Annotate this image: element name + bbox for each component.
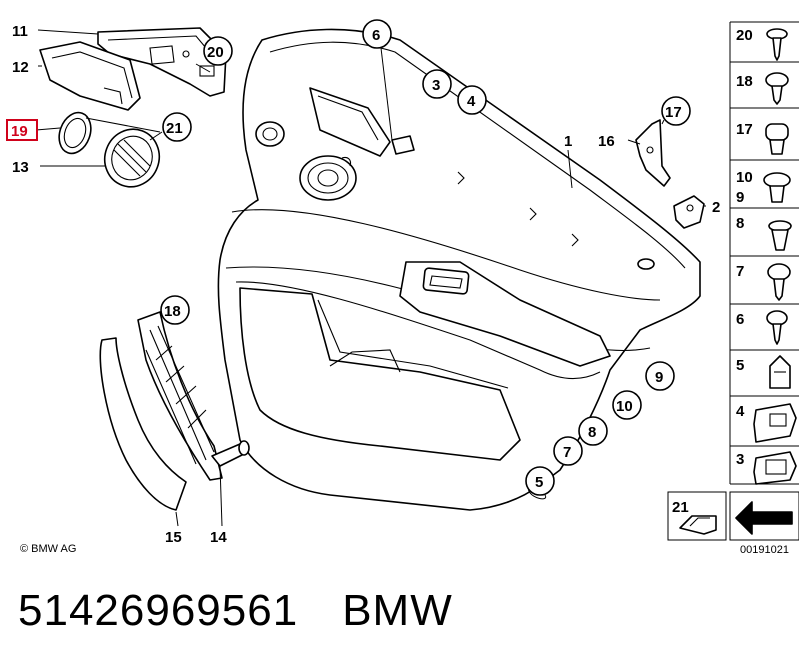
- clip-9-10-icon: [763, 172, 791, 203]
- highlight-box-19: [6, 119, 38, 141]
- grommet-21-icon: [679, 515, 717, 535]
- side-label-9: 9: [736, 189, 744, 206]
- side-label-8: 8: [736, 215, 744, 232]
- speaker-grille-13: [103, 128, 161, 188]
- label-17: 17: [665, 104, 682, 121]
- label-21: 21: [166, 120, 183, 137]
- clip-4-icon: [753, 403, 797, 443]
- label-20: 20: [207, 44, 224, 61]
- label-2: 2: [712, 199, 720, 216]
- side-label-17: 17: [736, 121, 753, 138]
- label-6: 6: [372, 27, 380, 44]
- side-label-6: 6: [736, 311, 744, 328]
- speaker-grille-19: [58, 111, 92, 155]
- label-10: 10: [616, 398, 633, 415]
- label-15: 15: [165, 529, 182, 546]
- bracket-16: [635, 119, 671, 187]
- label-19-highlighted: 19: [11, 123, 28, 140]
- label-12: 12: [12, 59, 29, 76]
- side-label-7: 7: [736, 263, 744, 280]
- side-label-10: 10: [736, 169, 753, 186]
- callouts: 11 12 19 13 20 21 6 3 4 1 17 16 2 18 9 1…: [6, 19, 720, 546]
- label-1: 1: [564, 133, 572, 150]
- side-label-3: 3: [736, 451, 744, 468]
- label-9: 9: [655, 369, 663, 386]
- clip-2: [673, 195, 705, 229]
- label-18: 18: [164, 303, 181, 320]
- parts-diagram: 11 12 19 13 20 21 6 3 4 1 17 16 2 18 9 1…: [6, 19, 799, 556]
- side-label-20: 20: [736, 27, 753, 44]
- copyright-notice: © BMW AG: [20, 543, 76, 555]
- arrow-icon: [735, 501, 793, 535]
- part-number: 51426969561: [18, 586, 299, 635]
- label-4: 4: [467, 93, 476, 110]
- side-label-18: 18: [736, 73, 753, 90]
- label-14: 14: [210, 529, 227, 546]
- label-13: 13: [12, 159, 29, 176]
- label-11: 11: [12, 23, 28, 40]
- fastener-side-panel: 20 18 17 10 9 8 7 6: [667, 21, 799, 556]
- door-panel-illustration: [217, 28, 701, 511]
- label-3: 3: [432, 77, 440, 94]
- expansion-rivet-8-icon: [768, 220, 792, 251]
- footer-caption: 51426969561 BMW: [18, 586, 453, 636]
- side-label-5: 5: [736, 357, 744, 374]
- screw-18-icon: [765, 72, 789, 105]
- handle-cover-12: [39, 41, 141, 111]
- nut-clip-5-icon: [769, 355, 791, 389]
- handle-bolt-14: [211, 440, 250, 467]
- screw-7-icon: [767, 263, 791, 301]
- label-5: 5: [535, 474, 543, 491]
- screw-6-icon: [766, 310, 788, 345]
- pull-handle-cover-15: [99, 337, 187, 511]
- plug-17-icon: [765, 123, 789, 155]
- label-8: 8: [588, 424, 596, 441]
- side-label-21: 21: [672, 499, 689, 516]
- side-label-4: 4: [736, 403, 745, 420]
- screw-20-icon: [766, 28, 788, 61]
- diagram-code: 00191021: [740, 544, 789, 556]
- label-16: 16: [598, 133, 615, 150]
- brand-name: BMW: [342, 586, 453, 635]
- label-7: 7: [563, 444, 571, 461]
- clip-3-icon: [753, 451, 797, 485]
